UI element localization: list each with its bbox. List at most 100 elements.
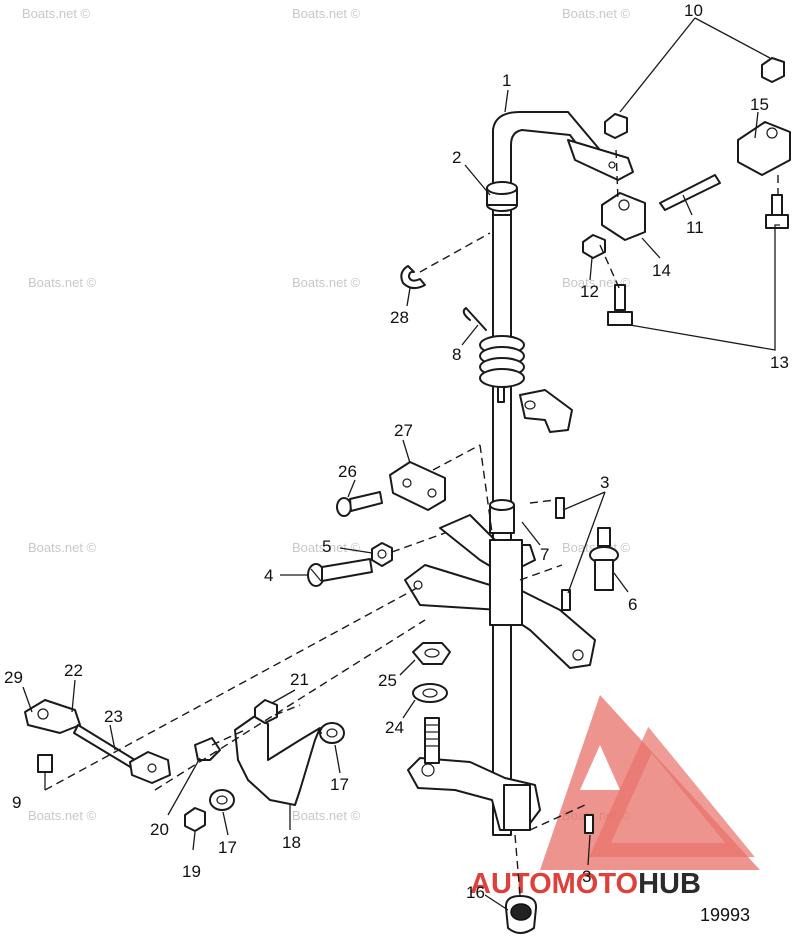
torsion-spring [462,307,525,403]
callout-7: 7 [540,545,549,564]
roll-pin [584,814,594,834]
shaft-tab [567,139,634,181]
callout-27: 27 [394,421,413,440]
fitting-stem [597,527,611,547]
stud-shank [771,194,783,218]
spring-end [462,307,487,331]
leader-line [334,744,341,774]
spring-tail [497,387,505,403]
callout-numbers: 1 2 3 3 4 5 6 7 8 9 10 11 12 13 14 15 16… [4,1,789,902]
screw-shank [349,491,383,512]
screw-4 [307,558,373,587]
stud-head [607,311,633,326]
bushing-top [486,181,518,195]
watermark: Boats.net © [28,808,97,823]
nut-5 [371,542,393,567]
automotohub-logo: AUTOMOTOHUB [470,695,760,900]
rod-end [24,699,81,734]
callout-24: 24 [385,718,404,737]
figure-number: 19993 [700,905,750,925]
leader-line [461,324,479,346]
leader-line [629,224,780,351]
callout-17: 17 [330,775,349,794]
lever-hub [489,539,523,626]
dash-line [479,444,494,541]
throttle-lever [404,564,596,669]
leader-line [613,572,629,593]
leader-line [271,689,296,704]
nut-hole [377,549,387,559]
watermark: Boats.net © [292,808,361,823]
block-hole [618,199,630,211]
fitting-body [594,559,614,591]
callout-12: 12 [580,282,599,301]
leader-line [587,834,591,866]
screw-head [336,497,352,517]
callout-10: 10 [684,1,703,20]
callout-29: 29 [4,668,23,687]
nut-10 [604,113,628,139]
dash-line [529,499,556,504]
grommet-hole [510,903,532,921]
leader-line [347,479,356,498]
leader-line [167,757,201,816]
threaded-rod [659,174,721,211]
callout-6: 6 [628,595,637,614]
shaft-clamp [519,389,573,433]
watermark: Boats.net © [562,6,631,21]
leader-line [464,164,491,196]
logo-text-dark: HUB [638,868,701,900]
leader-line [222,811,229,836]
stud [424,717,440,764]
leader-line [754,111,759,139]
watermark: Boats.net © [292,540,361,555]
callout-4: 4 [264,566,273,585]
watermark: Boats.net © [562,275,631,290]
block-hole [427,488,437,498]
nut-hole [424,648,440,658]
callout-14: 14 [652,261,671,280]
screw-slot [310,568,322,582]
callout-15: 15 [750,95,769,114]
leader-line [619,17,696,113]
dash-line [432,444,481,471]
dash-line [419,232,491,273]
trunnion-block [601,192,646,241]
callout-8: 8 [452,345,461,364]
watermark: Boats.net © [22,6,91,21]
watermark: Boats.net © [28,540,97,555]
callout-3: 3 [600,473,609,492]
lower-hub [503,784,531,831]
callout-19: 19 [182,862,201,881]
callout-11: 11 [686,218,704,237]
assembly-lines [44,149,779,896]
leader-line [406,287,411,307]
rod-end-hole [37,708,49,720]
e-ring [400,265,426,289]
logo-text: AUTOMOTOHUB [470,868,701,900]
leader-line [22,686,33,713]
logo-text-red: AUTOMOTO [470,868,638,900]
callout-2: 2 [452,148,461,167]
roll-pin [555,497,565,519]
dash-line [615,149,619,201]
washer-hole [422,688,438,698]
dash-line [391,532,446,553]
leader-line [109,724,116,751]
leader-line [562,491,606,511]
cam-bracket [234,715,321,806]
callout-28: 28 [390,308,409,327]
callout-16: 16 [466,883,485,902]
callout-13: 13 [770,353,789,372]
dash-line [211,729,246,746]
nut-12 [582,234,606,259]
spring-coil [479,368,525,388]
ball-joint-20 [194,737,221,761]
washer-hole [216,795,228,805]
stud-body [424,717,440,764]
stud-shank [614,284,626,311]
washer [412,683,448,703]
leader-line [589,257,593,281]
callout-21: 21 [290,670,309,689]
